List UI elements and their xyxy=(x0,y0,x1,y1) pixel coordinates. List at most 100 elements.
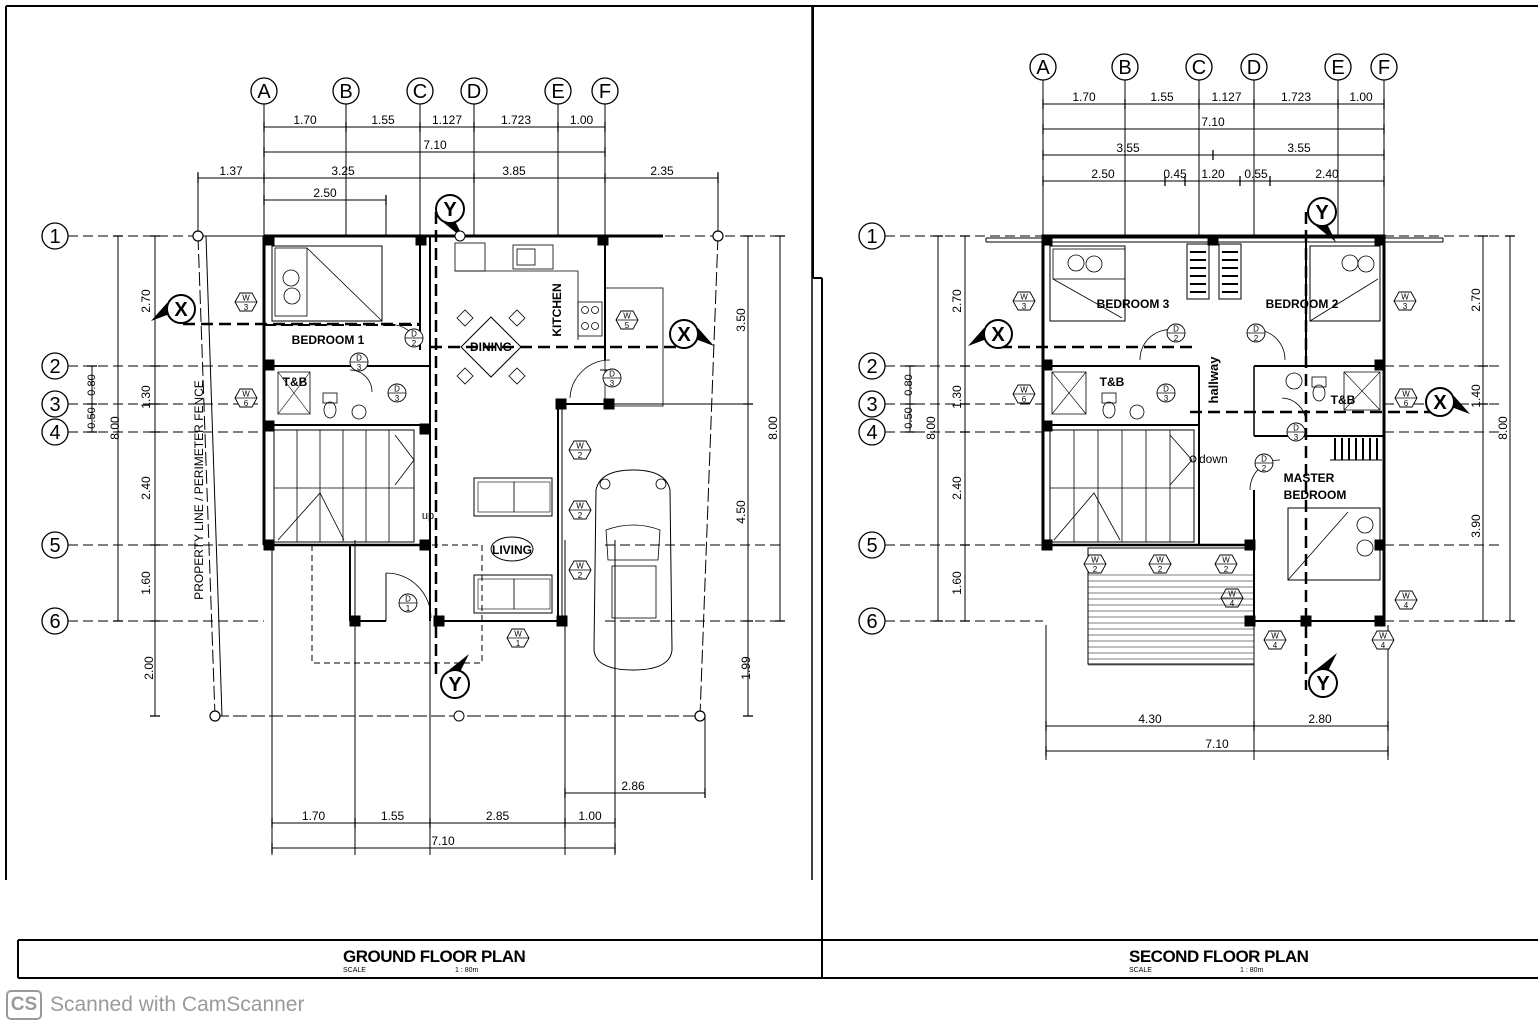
ground-bottom-extra-value: 2.86 xyxy=(621,779,645,793)
fence-label: PROPERTY LINE / PERIMETER FENCE xyxy=(192,380,206,600)
ground-scale-value: 1 : 80m xyxy=(455,967,479,974)
window-tag-w4-bottom: 4 xyxy=(1273,641,1278,650)
ground-floor-title: GROUND FLOOR PLAN xyxy=(343,947,525,966)
window-tag-w2-top: W xyxy=(576,442,584,451)
grid-bubble-C-label: C xyxy=(413,81,427,103)
ground-bottom-dim-value: 1.00 xyxy=(578,809,602,823)
dining-chair xyxy=(508,367,526,385)
window-tag-w6-top: W xyxy=(242,390,250,399)
burner xyxy=(581,322,589,330)
closet xyxy=(1186,243,1210,300)
dim-0.80: 0.80 xyxy=(903,374,915,395)
sheet-border xyxy=(5,5,1538,979)
ground-top-dim-value: 1.00 xyxy=(570,113,594,127)
dining-chair xyxy=(456,309,474,327)
car-headlight xyxy=(599,478,611,490)
kitchen-bump xyxy=(604,287,664,407)
column xyxy=(263,234,275,246)
window-tag-w2-top: W xyxy=(576,502,584,511)
ground-row3-dim-value: 1.37 xyxy=(219,164,243,178)
section-marker-y-flag xyxy=(1316,226,1336,242)
second-top-dim-value: 1.55 xyxy=(1150,90,1174,104)
second-bottom-dim-value: 4.30 xyxy=(1138,712,1162,726)
column xyxy=(1041,539,1053,551)
dim-1.30: 1.30 xyxy=(950,385,964,409)
toilet-bowl xyxy=(323,401,337,419)
ground-title-block: GROUND FLOOR PLAN SCALE 1 : 80m xyxy=(343,947,526,974)
property-corner xyxy=(712,230,724,242)
section-marker-x xyxy=(166,294,196,324)
window-tag-w2-bottom: 2 xyxy=(578,571,583,580)
ground-top-dim-value: 1.55 xyxy=(371,113,395,127)
shower-x xyxy=(1051,371,1087,415)
property-line xyxy=(197,235,216,717)
dim-1.60: 1.60 xyxy=(139,571,153,595)
column xyxy=(1041,359,1053,371)
section-marker-y xyxy=(440,669,470,699)
ground-bottom-dim-value: 1.55 xyxy=(381,809,405,823)
toilet-bowl xyxy=(1102,401,1116,419)
door-tag-d3-top: D xyxy=(394,385,400,394)
grid-node xyxy=(454,230,466,242)
column xyxy=(1374,359,1386,371)
car xyxy=(593,469,673,671)
stair-arrow xyxy=(277,492,345,541)
window-tag-w2-bottom: 2 xyxy=(578,511,583,520)
section-marker-x-flag xyxy=(698,328,714,346)
property-line xyxy=(699,235,719,717)
window-tag-w1-bottom: 1 xyxy=(516,639,521,648)
column xyxy=(419,423,431,435)
bed-fold xyxy=(1052,278,1123,319)
section-marker-y-flag xyxy=(1317,653,1337,669)
second-top-dim-value: 1.723 xyxy=(1281,90,1311,104)
window-tag-w4-top: W xyxy=(1379,632,1387,641)
section-marker-x xyxy=(669,319,699,349)
dim-2.70: 2.70 xyxy=(1469,288,1483,312)
room-label-tb: T&B xyxy=(1100,375,1125,389)
burner xyxy=(591,306,599,314)
column xyxy=(1374,234,1386,246)
stair-node xyxy=(1189,455,1197,463)
window-tag-w2-bottom: 2 xyxy=(1158,565,1163,574)
dim-8.00: 8.00 xyxy=(1496,416,1510,440)
window-tag-w2-bottom: 2 xyxy=(578,451,583,460)
section-marker-x-label: X xyxy=(991,324,1005,346)
dim-1.30: 1.30 xyxy=(139,385,153,409)
window-tag-w4-top: W xyxy=(1402,592,1410,601)
dim-8.00: 8.00 xyxy=(108,416,122,440)
lavatory xyxy=(1285,372,1303,390)
bed-pillow-area xyxy=(1052,248,1126,280)
sofa-cushion xyxy=(513,578,551,610)
ground-bottom-total-value: 7.10 xyxy=(431,834,455,848)
window-tag-w3-bottom: 3 xyxy=(1403,302,1408,311)
column xyxy=(556,615,568,627)
dim-0.50: 0.50 xyxy=(86,407,98,428)
bed-fold xyxy=(1287,511,1349,581)
window-tag-w4-top: W xyxy=(1228,590,1236,599)
section-marker-x xyxy=(1425,387,1455,417)
grid-node xyxy=(453,710,465,722)
second-row4-dim-value: 0.55 xyxy=(1244,167,1268,181)
grid-bubble-F-label: F xyxy=(599,81,611,103)
dim-4.50: 4.50 xyxy=(734,500,748,524)
door-tag-d3-top: D xyxy=(609,370,615,379)
dim-1.60: 1.60 xyxy=(950,571,964,595)
living-label-oval xyxy=(490,536,534,562)
stair-arrow xyxy=(1053,492,1121,541)
window-tag-w2-bottom: 2 xyxy=(1093,565,1098,574)
room-label-master: MASTER xyxy=(1284,471,1335,485)
section-marker-x-label: X xyxy=(174,299,188,321)
bed-fold xyxy=(306,247,383,322)
second-row4-dim-value: 1.20 xyxy=(1201,167,1225,181)
pillow xyxy=(283,287,301,305)
dim-2.00: 2.00 xyxy=(142,656,156,680)
door-swing xyxy=(1281,397,1307,423)
stair xyxy=(273,429,415,543)
dim-8.00: 8.00 xyxy=(766,416,780,440)
dim-8.00: 8.00 xyxy=(924,416,938,440)
dim-2.40: 2.40 xyxy=(139,476,153,500)
bed xyxy=(1287,507,1381,581)
car-windshield xyxy=(605,524,661,561)
